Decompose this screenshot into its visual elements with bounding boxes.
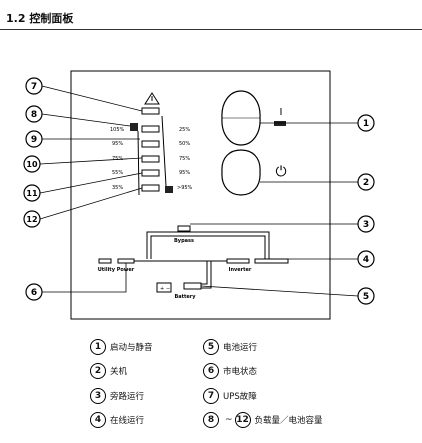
legend-number: 12 <box>234 412 251 428</box>
leader-6 <box>42 263 127 293</box>
battery-icon-plus: + <box>160 286 164 292</box>
on-symbol: I <box>280 107 283 118</box>
leader-10 <box>39 157 143 165</box>
level-led-1 <box>141 125 160 133</box>
leader-5 <box>200 285 359 297</box>
battery-icon <box>156 282 172 293</box>
load-scale-line <box>137 130 140 196</box>
leader-8 <box>41 113 131 127</box>
level-led-5 <box>141 184 160 192</box>
legend-item-5: 5 电池运行 <box>203 339 257 355</box>
output-led <box>254 258 289 264</box>
legend-item-8-12: 8 ~ 12 负载量／电池容量 <box>203 412 323 428</box>
bypass-label: Bypass <box>174 238 194 244</box>
legend-item-7: 7 UPS故障 <box>203 388 257 404</box>
utility-led <box>117 258 135 264</box>
legend-item-4: 4 在线运行 <box>90 412 144 428</box>
callout-1-label: 1 <box>363 119 369 129</box>
legend-number: 3 <box>90 388 106 404</box>
section-title: 1.2 控制面板 <box>6 12 74 25</box>
power-icon: ⏻ <box>275 164 286 180</box>
right-label-2: 50% <box>179 141 190 147</box>
inverter-led <box>226 258 250 264</box>
callout-3-label: 3 <box>363 220 369 230</box>
legend-text: 启动与静音 <box>110 343 153 353</box>
legend-text: UPS故障 <box>223 392 257 402</box>
battery-scale-line <box>161 115 167 187</box>
level-led-3 <box>141 155 160 163</box>
callout-11-label: 11 <box>26 189 38 198</box>
legend-text: 负载量／电池容量 <box>254 416 323 426</box>
battery-line-outer <box>184 261 208 285</box>
utility-power-label: Utility Power <box>98 267 135 273</box>
legend-number: 8 <box>203 412 219 428</box>
left-label-1: 105% <box>110 127 125 133</box>
inverter-label: Inverter <box>229 267 252 273</box>
right-label-5: >95% <box>177 185 193 191</box>
legend-number: 5 <box>203 339 219 355</box>
level-led-2 <box>141 140 160 148</box>
bypass-line-inner <box>150 235 266 259</box>
battery-level-icon <box>165 186 173 193</box>
panel-outline <box>70 70 331 320</box>
callout-7-label: 7 <box>31 82 37 92</box>
legend-range-separator: ~ <box>225 415 233 425</box>
left-label-5: 35% <box>112 185 123 191</box>
legend-number: 1 <box>90 339 106 355</box>
leader-11 <box>39 172 143 194</box>
legend-number: 7 <box>203 388 219 404</box>
callout-5-label: 5 <box>363 292 369 302</box>
callout-12-label: 12 <box>26 215 37 224</box>
legend-text: 电池运行 <box>223 343 258 353</box>
callout-8-label: 8 <box>31 110 37 120</box>
legend-item-1: 1 启动与静音 <box>90 339 153 355</box>
level-led-4 <box>141 169 160 177</box>
battery-led <box>183 282 202 290</box>
battery-icon-minus: − <box>166 286 170 292</box>
leader-7 <box>41 85 143 112</box>
right-label-1: 25% <box>179 127 190 133</box>
callout-2-label: 2 <box>363 178 369 188</box>
title-divider <box>0 29 422 30</box>
left-label-3: 75% <box>112 156 123 162</box>
legend-item-2: 2 关机 <box>90 363 127 379</box>
mute-icon <box>274 121 286 126</box>
off-button[interactable] <box>221 149 261 196</box>
bypass-led <box>177 225 191 232</box>
legend-number: 6 <box>203 363 219 379</box>
legend-number: 4 <box>90 412 106 428</box>
callout-6-label: 6 <box>31 288 37 298</box>
warning-icon <box>144 92 160 105</box>
legend-text: 旁路运行 <box>110 392 145 402</box>
left-label-4: 55% <box>112 170 123 176</box>
legend-item-6: 6 市电状态 <box>203 363 257 379</box>
bypass-line-outer <box>146 231 270 259</box>
legend-text: 市电状态 <box>223 367 258 377</box>
legend-text: 关机 <box>110 367 128 377</box>
fault-led <box>141 107 160 115</box>
right-label-3: 75% <box>179 156 190 162</box>
legend-number: 2 <box>90 363 106 379</box>
legend-text: 在线运行 <box>110 416 145 426</box>
leader-12 <box>39 187 143 220</box>
callout-4-label: 4 <box>363 255 369 265</box>
left-label-2: 95% <box>112 141 123 147</box>
utility-led-left <box>98 258 112 264</box>
callout-9-label: 9 <box>31 135 37 145</box>
legend-item-3: 3 旁路运行 <box>90 388 144 404</box>
load-icon <box>130 123 138 131</box>
battery-label: Battery <box>174 294 196 300</box>
right-label-4: 95% <box>179 170 190 176</box>
callout-10-label: 10 <box>26 160 38 169</box>
